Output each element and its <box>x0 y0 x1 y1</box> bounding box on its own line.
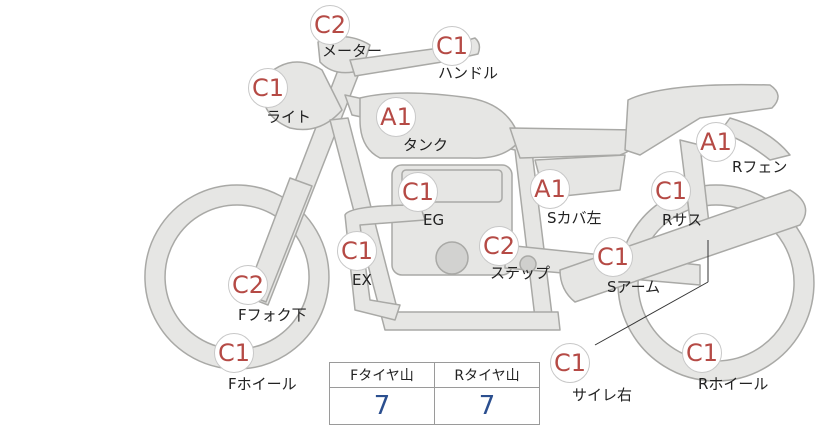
part-label: サイレ右 <box>572 386 633 404</box>
part-label: EX <box>352 271 372 289</box>
front-tread-value: 7 <box>329 387 435 425</box>
grade-badge: C1 <box>398 172 438 212</box>
part-label: ステップ <box>490 264 551 282</box>
grade-badge: C1 <box>248 68 288 108</box>
part-label: ライト <box>266 108 312 126</box>
grade-badge: C1 <box>593 237 633 277</box>
part-label: Rフェン <box>732 158 788 176</box>
rear-tread-header: Rタイヤ山 <box>434 362 540 388</box>
part-label: Fフォク下 <box>238 306 307 324</box>
rear-tread-value: 7 <box>434 387 540 425</box>
grade-badge: C2 <box>479 226 519 266</box>
step-shape <box>519 255 537 273</box>
seat-shape <box>509 127 641 159</box>
front-tread-header: Fタイヤ山 <box>329 362 435 388</box>
part-label: Fホイール <box>228 375 297 393</box>
part-label: メーター <box>322 42 383 60</box>
grade-badge: A1 <box>376 97 416 137</box>
part-label: タンク <box>403 136 449 154</box>
rear-cowl-shape <box>624 83 779 156</box>
grade-badge: A1 <box>696 122 736 162</box>
frame-lower-shape <box>329 117 561 331</box>
part-label: Rサス <box>662 211 703 229</box>
grade-badge: C2 <box>228 265 268 305</box>
engine-cover-shape <box>435 241 469 275</box>
grade-badge: A1 <box>530 169 570 209</box>
grade-badge: C1 <box>550 343 590 383</box>
grade-badge: C1 <box>214 333 254 373</box>
part-label: EG <box>423 211 445 229</box>
tread-header-row: Fタイヤ山 Rタイヤ山 <box>329 362 540 388</box>
part-label: ハンドル <box>438 64 499 82</box>
part-label: Sアーム <box>607 278 661 296</box>
grade-badge: C1 <box>337 231 377 271</box>
grade-badge: C2 <box>310 5 350 45</box>
grade-badge: C1 <box>651 171 691 211</box>
tire-tread-table: Fタイヤ山 Rタイヤ山 7 7 <box>329 362 540 425</box>
grade-badge: C1 <box>432 26 472 66</box>
tread-value-row: 7 7 <box>329 387 540 425</box>
part-label: Rホイール <box>698 375 769 393</box>
grade-badge: C1 <box>682 333 722 373</box>
part-label: Sカバ左 <box>547 209 602 227</box>
leader-line-muffler <box>594 281 709 346</box>
